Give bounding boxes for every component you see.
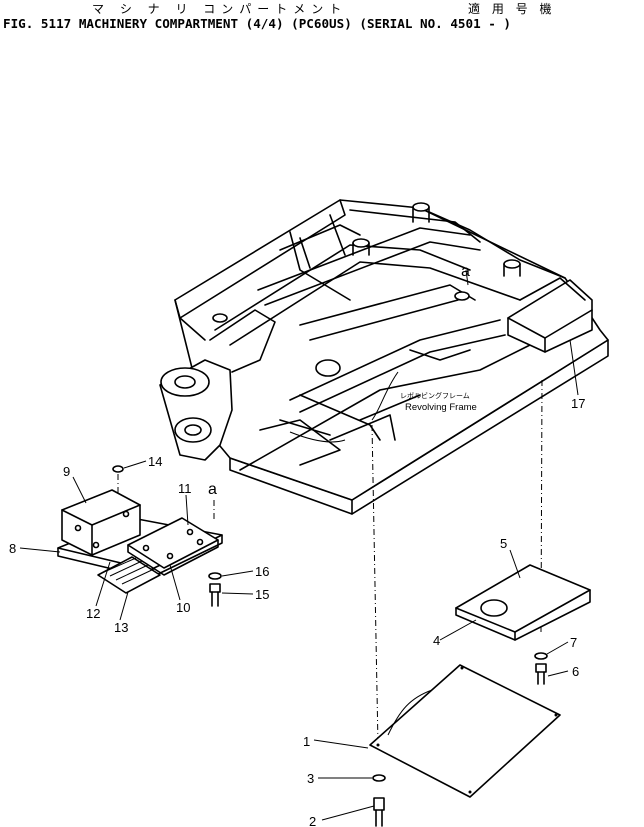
jp-applicable-label: 適 用 号 機 [468,2,556,16]
callout-16: 16 [255,564,269,579]
callout-1: 1 [303,734,310,749]
callout-3: 3 [307,771,314,786]
callout-7: 7 [570,635,577,650]
cover-plate-1 [369,664,561,798]
washer-16 [208,572,222,580]
washer-7 [534,652,548,660]
bolt-2 [373,797,385,827]
callout-15: 15 [255,587,269,602]
callout-11: 11 [178,481,192,496]
leader-lines [19,269,579,821]
callout-numbers: 1 2 3 4 5 6 7 8 9 10 11 12 13 14 15 16 1… [9,263,585,827]
bolt-6 [535,663,547,685]
cover-5 [455,564,591,641]
frame-label-en: Revolving Frame [405,402,477,413]
callout-14: 14 [148,454,162,469]
left-subassembly [57,489,223,594]
callout-6: 6 [572,664,579,679]
revolving-frame [159,199,609,515]
alignment-line-left [371,424,379,746]
callout-13: 13 [114,620,128,635]
bolt-15 [209,583,221,607]
callout-17: 17 [571,396,585,411]
jp-part-name: マ シ ナ リ コンパートメント [92,2,348,16]
callout-9: 9 [63,464,70,479]
callout-2: 2 [309,814,316,827]
figure-title: FIG. 5117 MACHINERY COMPARTMENT (4/4) (P… [3,16,511,31]
callout-8: 8 [9,541,16,556]
washer-3 [372,774,386,782]
ref-mark-a-left: a [208,481,217,498]
callout-12: 12 [86,606,100,621]
washer-14 [112,465,124,473]
callout-4: 4 [433,633,440,648]
callout-10: 10 [176,600,190,615]
ref-mark-a-frame: a [461,263,470,280]
frame-label-jp: レボルビングフレーム [400,391,470,400]
callout-5: 5 [500,536,507,551]
